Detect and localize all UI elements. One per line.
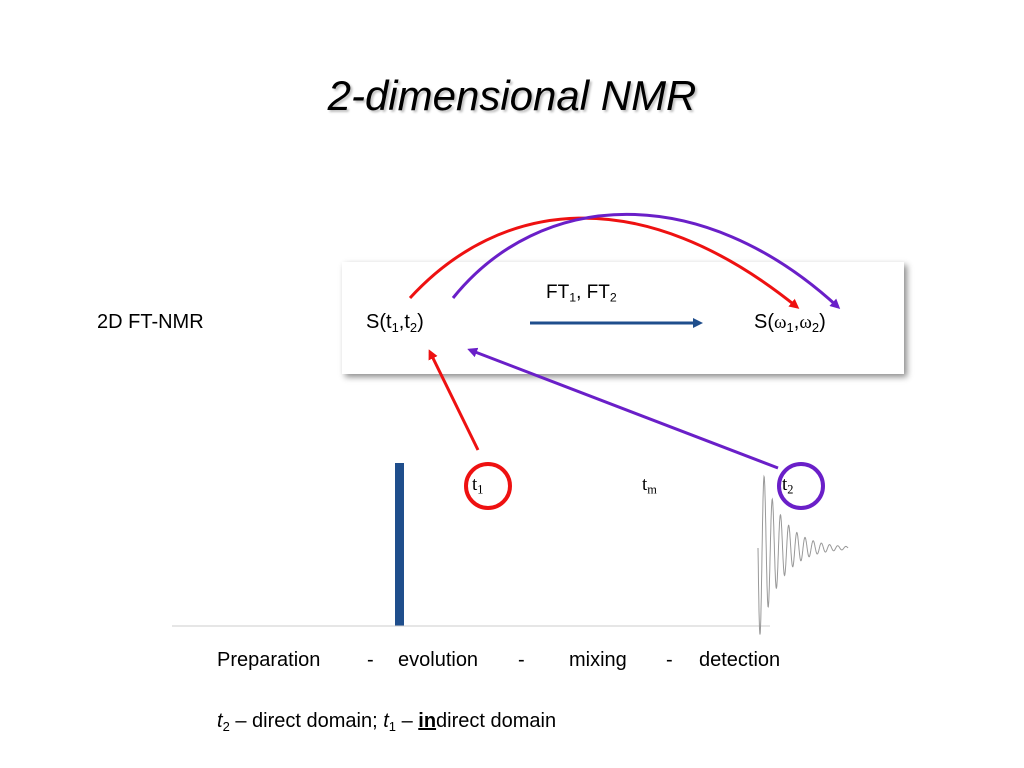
t1-circle [464,462,512,510]
stage-separator-3: - [666,649,673,671]
stage-evolution: evolution [398,649,479,671]
fid-signal [757,474,849,635]
t2-circle [777,462,825,510]
red-arc-arrow [408,216,800,309]
preparation-pulse [395,463,404,626]
footnote: t2 – direct domain; t1 – indirect domain [217,710,557,734]
purple-arc-arrow [451,213,841,310]
tm-label: tm [642,474,657,497]
purple-t2-arrow [467,347,779,470]
stage-preparation: Preparation [217,649,321,671]
red-t1-arrow [428,349,480,451]
stage-separator-2: - [518,649,525,671]
row-label: 2D FT-NMR [97,311,204,333]
stage-detection: detection [699,649,781,671]
t2-label: t2 [782,474,794,497]
fourier-transform-label: FT1, FT2 [546,282,617,305]
time-signal-label: S(t1,t2) [366,311,424,335]
stage-separator-1: - [367,649,374,671]
stage-mixing: mixing [569,649,627,671]
frequency-signal-label: S(ω1,ω2) [754,311,826,335]
t1-label: t1 [472,474,484,497]
slide-title: 2-dimensional NMR [327,72,697,119]
